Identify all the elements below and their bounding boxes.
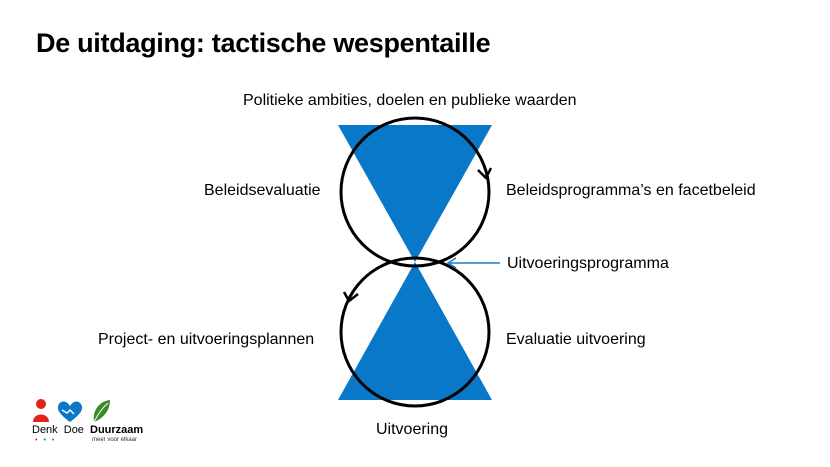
lower-triangle xyxy=(338,262,492,400)
logo-dots: ••• xyxy=(35,437,61,444)
denk-doe-duurzaam-logo: Denk Doe Duurzaam ••• meer voor elkaar xyxy=(32,398,162,448)
lower-loop xyxy=(339,256,491,408)
logo-word-doe: Doe xyxy=(63,424,84,436)
uitvoeringsprogramma-pointer-head xyxy=(446,257,457,269)
label-top: Politieke ambities, doelen en publieke w… xyxy=(243,92,577,109)
label-bottom: Uitvoering xyxy=(376,421,449,438)
lower-loop-arrowhead xyxy=(342,291,359,303)
label-lower-left: Project- en uitvoeringsplannen xyxy=(98,331,315,348)
leaf-icon xyxy=(93,400,110,423)
logo-word-duurzaam: Duurzaam xyxy=(90,424,144,436)
heart-hands-icon xyxy=(57,401,83,422)
upper-loop-arrowhead xyxy=(477,167,493,180)
logo-word-denk: Denk xyxy=(32,424,58,436)
label-lower-right: Evaluatie uitvoering xyxy=(506,331,646,348)
label-upper-right: Beleidsprogramma’s en facetbeleid xyxy=(506,182,756,199)
slide-title: De uitdaging: tactische wespentaille xyxy=(36,28,491,58)
logo-tagline: meer voor elkaar xyxy=(92,437,138,443)
label-middle-right: Uitvoeringsprogramma xyxy=(507,255,669,272)
upper-triangle xyxy=(338,125,492,262)
upper-loop xyxy=(339,116,491,268)
person-icon xyxy=(33,399,49,422)
label-upper-left: Beleidsevaluatie xyxy=(204,182,321,199)
